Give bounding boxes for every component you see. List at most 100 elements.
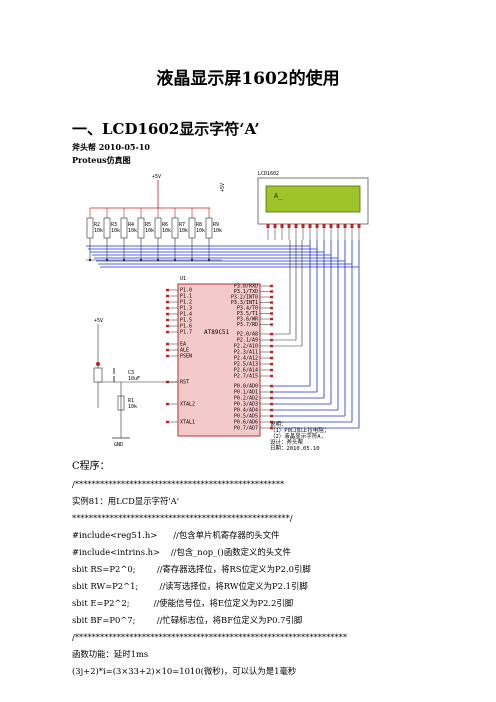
mcu-pin bbox=[270, 390, 273, 394]
mcu-pin-label: RST bbox=[180, 380, 189, 386]
mcu-pin-label: P3.1/TXD bbox=[234, 289, 258, 295]
mcu-pin bbox=[166, 318, 169, 322]
resistor-body bbox=[171, 217, 179, 239]
mcu-pin-label: P2.5/A13 bbox=[234, 362, 258, 368]
mcu-pin bbox=[166, 306, 169, 310]
cap-label: C3 bbox=[128, 370, 134, 376]
code-line: /***************************************… bbox=[72, 479, 285, 489]
resistor-label: R2 bbox=[94, 222, 100, 228]
resistor-label: R5 bbox=[145, 222, 151, 228]
mcu-pin bbox=[270, 332, 273, 336]
resistor-label: R8 bbox=[196, 222, 202, 228]
resistor-value: 10k bbox=[196, 228, 205, 234]
mcu-pin bbox=[166, 312, 169, 316]
code-line: #include<reg51.h> //包含单片机寄存器的头文件 bbox=[72, 530, 280, 540]
mcu-pin-label: P2.4/A12 bbox=[234, 356, 258, 362]
mcu-pin-label: P0.1/AD1 bbox=[234, 390, 258, 396]
mcu-pin bbox=[270, 317, 273, 321]
author-date-line: 斧头帮 2010-05-10 bbox=[72, 142, 150, 152]
lcd-pin bbox=[287, 224, 291, 228]
resistor-body bbox=[103, 217, 111, 239]
resistor-label: R6 bbox=[162, 222, 168, 228]
mcu-pin-label: P0.7/AD7 bbox=[234, 426, 258, 432]
mcu-pin bbox=[270, 368, 273, 372]
mcu-ref: U1 bbox=[180, 276, 186, 282]
mcu-pin-label: P2.2/A10 bbox=[234, 344, 258, 350]
mcu-pin bbox=[270, 402, 273, 406]
mcu-name: AT89C51 bbox=[204, 329, 230, 336]
resistor-body bbox=[188, 217, 196, 239]
page-title: 液晶显示屏1602的使用 bbox=[156, 69, 340, 89]
mcu-pin-label: P1.7 bbox=[180, 330, 192, 336]
mcu-pin-label: P0.3/AD3 bbox=[234, 402, 258, 408]
lcd-screen bbox=[265, 185, 361, 213]
mcu-pin bbox=[270, 426, 273, 430]
mcu-pin bbox=[166, 294, 169, 298]
resistor-value: 10k bbox=[179, 228, 188, 234]
note-line: 设计：斧头帮 bbox=[270, 438, 304, 446]
mcu-pin bbox=[270, 362, 273, 366]
code-line: 实例81：用LCD显示字符'A' bbox=[72, 496, 179, 506]
mcu-pin-label: P3.2/INT0 bbox=[231, 295, 258, 301]
resistor-body bbox=[154, 217, 162, 239]
mcu-pin bbox=[270, 396, 273, 400]
mcu-pin-label: P1.3 bbox=[180, 306, 192, 312]
mcu-pin-label: P1.0 bbox=[180, 288, 192, 294]
cap-value: 10uF bbox=[128, 376, 140, 382]
code-line: ****************************************… bbox=[72, 513, 293, 523]
mcu-pin-label: P3.4/T0 bbox=[237, 306, 258, 312]
code-line: 函数功能：延时1ms bbox=[72, 649, 149, 659]
code-line: (3j+2)*i=(3×33+2)×10=1010(微秒)，可以认为是1毫秒 bbox=[72, 666, 297, 676]
section-heading: 一、LCD1602显示字符‘A’ bbox=[72, 120, 260, 138]
resistor-label: R9 bbox=[213, 222, 219, 228]
r1-label: R1 bbox=[128, 398, 134, 404]
mcu-pin-label: P3.6/WR bbox=[237, 317, 259, 323]
resistor-body bbox=[86, 217, 94, 239]
resistor-value: 10k bbox=[162, 228, 171, 234]
lcd-label: LCD1602 bbox=[258, 171, 279, 177]
resistor-label: R7 bbox=[179, 222, 185, 228]
lcd-pin bbox=[280, 224, 284, 228]
mcu-pin-label: P3.3/INT1 bbox=[231, 300, 258, 306]
code-line: /***************************************… bbox=[72, 632, 348, 642]
lcd-pin bbox=[357, 224, 361, 228]
mcu-pin-label: P1.4 bbox=[180, 312, 192, 318]
mcu-pin-label: P3.0/RXD bbox=[234, 284, 258, 290]
mcu-pin-label: P3.7/RD bbox=[237, 322, 258, 328]
mcu-pin-label: XTAL2 bbox=[180, 402, 195, 408]
lcd-pin bbox=[294, 224, 298, 228]
mcu-right-pins: P3.0/RXDP3.1/TXDP3.2/INT0P3.3/INT1P3.4/T… bbox=[231, 284, 273, 432]
schematic-notes: 说明：（1）P0口加上拉电阻；（2）液晶显示字符A,设计：斧头帮日期：2010.… bbox=[270, 420, 329, 450]
mcu-pin bbox=[270, 414, 273, 418]
mcu-pin-label: P0.4/AD4 bbox=[234, 408, 258, 414]
mcu-pin bbox=[270, 384, 273, 388]
resistor-body bbox=[120, 217, 128, 239]
mcu-pin bbox=[270, 306, 273, 310]
reset-switch bbox=[93, 367, 103, 383]
mcu-pin-label: P1.6 bbox=[180, 324, 192, 330]
resistor-value: 10k bbox=[145, 228, 154, 234]
mcu-pin bbox=[270, 420, 273, 424]
code-line: sbit E=P2^2; //使能信号位，将E位定义为P2.2引脚 bbox=[72, 598, 294, 608]
note-line: （2）液晶显示字符A, bbox=[270, 432, 324, 440]
schematic-svg: +5V R210kR310kR410kR510kR610kR710kR810kR… bbox=[86, 171, 369, 450]
lcd-pin bbox=[273, 224, 277, 228]
mcu-pin-label: P1.2 bbox=[180, 300, 192, 306]
lcd-pin bbox=[336, 224, 340, 228]
lcd-pin bbox=[343, 224, 347, 228]
vcc-label-lcd: +5V bbox=[220, 183, 226, 192]
code-heading: C程序： bbox=[72, 461, 110, 472]
mcu-left-pins: P1.0P1.1P1.2P1.3P1.4P1.5P1.6P1.7EAALEPSE… bbox=[166, 288, 195, 426]
mcu-pin bbox=[270, 344, 273, 348]
mcu-pin bbox=[270, 312, 273, 315]
mcu-pin-label: P0.0/AD0 bbox=[234, 384, 258, 390]
mcu-pin bbox=[166, 402, 169, 406]
note-line: 说明： bbox=[270, 420, 287, 428]
mcu-pin bbox=[270, 295, 273, 299]
lcd-pin bbox=[266, 224, 270, 228]
mcu-pin-label: P2.0/A8 bbox=[237, 332, 258, 338]
code-line: sbit BF=P0^7; //忙碌标志位，将BF位定义为P0.7引脚 bbox=[72, 615, 303, 625]
mcu-pin bbox=[270, 284, 273, 288]
mcu-pin bbox=[270, 338, 273, 342]
